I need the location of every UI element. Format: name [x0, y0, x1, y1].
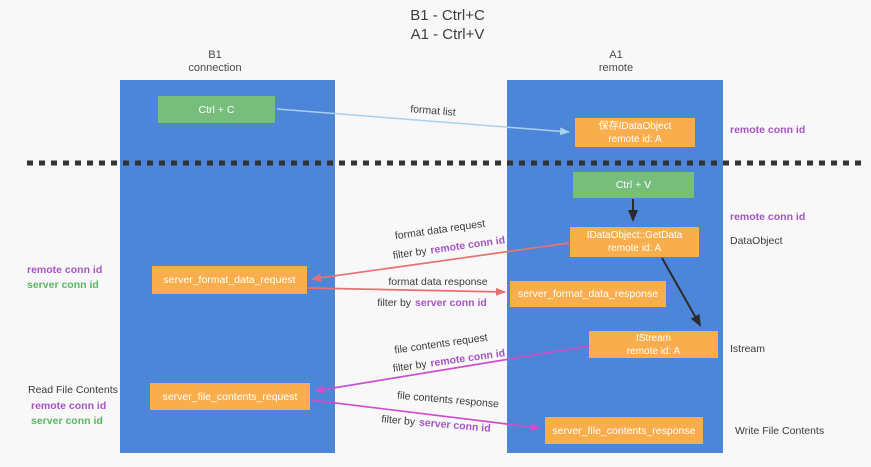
- right-remote-conn-id-label-1: remote conn id: [730, 124, 806, 136]
- left-conn-id-group-2: remote conn id server conn id: [31, 399, 106, 429]
- filter-key-remote-conn-id: remote conn id: [429, 347, 506, 370]
- left-conn-id-group-1: remote conn id server conn id: [27, 263, 102, 293]
- left-remote-conn-id-label: remote conn id: [27, 264, 103, 276]
- lifeline-a1-name: A1: [609, 49, 623, 61]
- node-idataobject-getdata-line2: remote id: A: [607, 243, 662, 254]
- node-server-file-contents-response-label: server_file_contents_response: [552, 424, 696, 437]
- filter-key-server-conn-id: server conn id: [418, 416, 492, 435]
- node-ctrl-c: Ctrl + C: [158, 96, 275, 123]
- lifeline-b1-role: connection: [188, 62, 242, 74]
- diagram-title: B1 - Ctrl+C A1 - Ctrl+V: [24, 6, 871, 44]
- node-istream-line2: remote id: A: [626, 345, 681, 357]
- left-server-conn-id-label: server conn id: [27, 279, 99, 291]
- node-server-format-data-response-label: server_format_data_response: [517, 288, 659, 300]
- node-idataobject-getdata-line1: IDataObject::GetData: [586, 230, 683, 241]
- filter-key-server-conn-id: server conn id: [415, 297, 487, 309]
- node-save-idataobject: 保存IDataObject remote id: A: [575, 118, 695, 147]
- node-ctrl-v: Ctrl + V: [573, 172, 694, 198]
- node-server-file-contents-request: server_file_contents_request: [150, 383, 310, 410]
- node-istream: IStream remote id: A: [589, 331, 718, 358]
- node-ctrl-v-label: Ctrl + V: [615, 179, 652, 191]
- node-server-format-data-request-label: server_format_data_request: [163, 274, 296, 286]
- node-server-format-data-response: server_format_data_response: [510, 281, 666, 307]
- node-idataobject-getdata: IDataObject::GetData remote id: A: [570, 227, 699, 257]
- edge-label-file-contents-response: file contents response: [396, 389, 500, 411]
- write-file-contents-label: Write File Contents: [735, 425, 825, 437]
- filter-key-remote-conn-id: remote conn id: [429, 234, 506, 257]
- filter-prefix: filter by: [380, 413, 416, 429]
- node-server-file-contents-response: server_file_contents_response: [545, 417, 703, 444]
- node-server-format-data-request: server_format_data_request: [152, 266, 307, 294]
- left-server-conn-id-label: server conn id: [31, 415, 103, 427]
- right-remote-conn-id-label-2: remote conn id: [730, 211, 806, 223]
- node-save-idataobject-line1: 保存IDataObject: [598, 120, 672, 132]
- dataobject-label: DataObject: [730, 235, 783, 247]
- node-istream-line1: IStream: [635, 332, 671, 344]
- node-save-idataobject-line2: remote id: A: [608, 133, 662, 145]
- istream-label: Istream: [730, 343, 766, 355]
- edge-label-format-list: format list: [409, 103, 457, 119]
- lifeline-header-b1: B1 connection: [155, 49, 275, 75]
- node-ctrl-c-label: Ctrl + C: [198, 103, 235, 116]
- lifeline-a1-role: remote: [598, 62, 634, 74]
- format-data-response-arrow: [307, 287, 506, 296]
- lifeline-b1-name: B1: [208, 49, 222, 61]
- title-line-1: B1 - Ctrl+C: [410, 7, 485, 24]
- title-line-2: A1 - Ctrl+V: [410, 26, 485, 43]
- left-remote-conn-id-label: remote conn id: [31, 400, 107, 412]
- node-server-file-contents-request-label: server_file_contents_request: [162, 390, 298, 403]
- filter-prefix: filter by: [377, 297, 412, 309]
- filter-prefix: filter by: [392, 245, 428, 262]
- edge-label-format-data-response: format data response: [388, 276, 488, 288]
- read-file-contents-label: Read File Contents: [28, 384, 118, 396]
- lifeline-header-a1: A1 remote: [556, 49, 676, 75]
- filter-prefix: filter by: [392, 358, 428, 375]
